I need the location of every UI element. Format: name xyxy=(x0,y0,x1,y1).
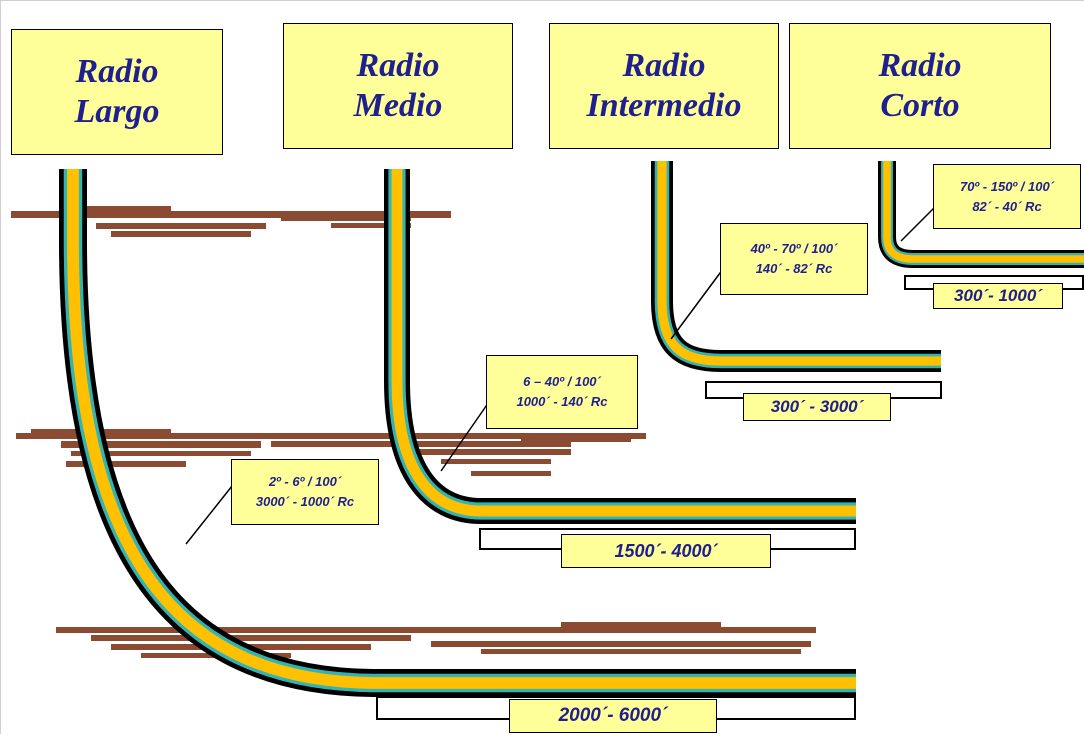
spec-radio-corto: 70º - 150º / 100´ 82´ - 40´ Rc xyxy=(933,164,1081,229)
title-intermedio-line1: Radio xyxy=(622,47,706,84)
pipe-radio-corto-layer-2 xyxy=(883,161,1084,263)
pipe-radio-largo-layer-2 xyxy=(67,169,856,689)
length-radio-largo: 2000´- 6000´ xyxy=(509,699,717,733)
title-corto-line1: Radio xyxy=(878,47,962,84)
formation-layer-top xyxy=(11,206,451,237)
pipe-radio-intermedio-layer-2 xyxy=(657,161,941,366)
formation-layer-bottom xyxy=(56,622,816,658)
title-largo-line1: Radio xyxy=(75,53,159,90)
title-medio-line1: Radio xyxy=(356,47,440,84)
length-intermedio-label: 300´ - 3000´ xyxy=(770,397,864,416)
length-largo-label: 2000´- 6000´ xyxy=(558,705,668,726)
length-radio-intermedio: 300´ - 3000´ xyxy=(743,393,891,421)
spec-medio-rate: 6 – 40º / 100´ xyxy=(523,374,601,389)
spec-radio-medio: 6 – 40º / 100´ 1000´ - 140´ Rc xyxy=(486,355,638,429)
pipe-radio-corto xyxy=(878,161,1084,268)
length-medio-label: 1500´- 4000´ xyxy=(614,540,718,561)
spec-corto-rate: 70º - 150º / 100´ xyxy=(959,178,1055,194)
length-radio-medio: 1500´- 4000´ xyxy=(561,534,771,568)
length-corto-label: 300´- 1000´ xyxy=(954,286,1042,305)
spec-radio-intermedio: 40º - 70º / 100´ 140´ - 82´ Rc xyxy=(720,223,868,295)
spec-largo-rate: 2º - 6º / 100´ xyxy=(268,474,342,489)
spec-largo-radius: 3000´ - 1000´ Rc xyxy=(255,494,355,509)
pipe-radio-medio-layer-2 xyxy=(391,169,856,517)
spec-intermedio-rate: 40º - 70º / 100´ xyxy=(750,241,838,256)
pipe-radio-largo xyxy=(59,169,856,697)
pipe-radio-medio xyxy=(384,169,856,524)
spec-intermedio-radius: 140´ - 82´ Rc xyxy=(755,261,833,276)
leader-lines xyxy=(185,205,937,545)
title-corto-line2: Corto xyxy=(880,87,960,124)
title-medio-line2: Medio xyxy=(353,87,443,124)
title-intermedio-line2: Intermedio xyxy=(586,87,742,124)
spec-radio-largo: 2º - 6º / 100´ 3000´ - 1000´ Rc xyxy=(231,459,379,525)
pipes-group xyxy=(59,161,1084,697)
spec-corto-radius: 82´ - 40´ Rc xyxy=(972,198,1042,214)
pipe-radio-intermedio xyxy=(651,161,941,372)
title-largo-line2: Largo xyxy=(74,93,160,130)
length-radio-corto: 300´- 1000´ xyxy=(933,283,1063,309)
spec-medio-radius: 1000´ - 140´ Rc xyxy=(516,394,608,409)
